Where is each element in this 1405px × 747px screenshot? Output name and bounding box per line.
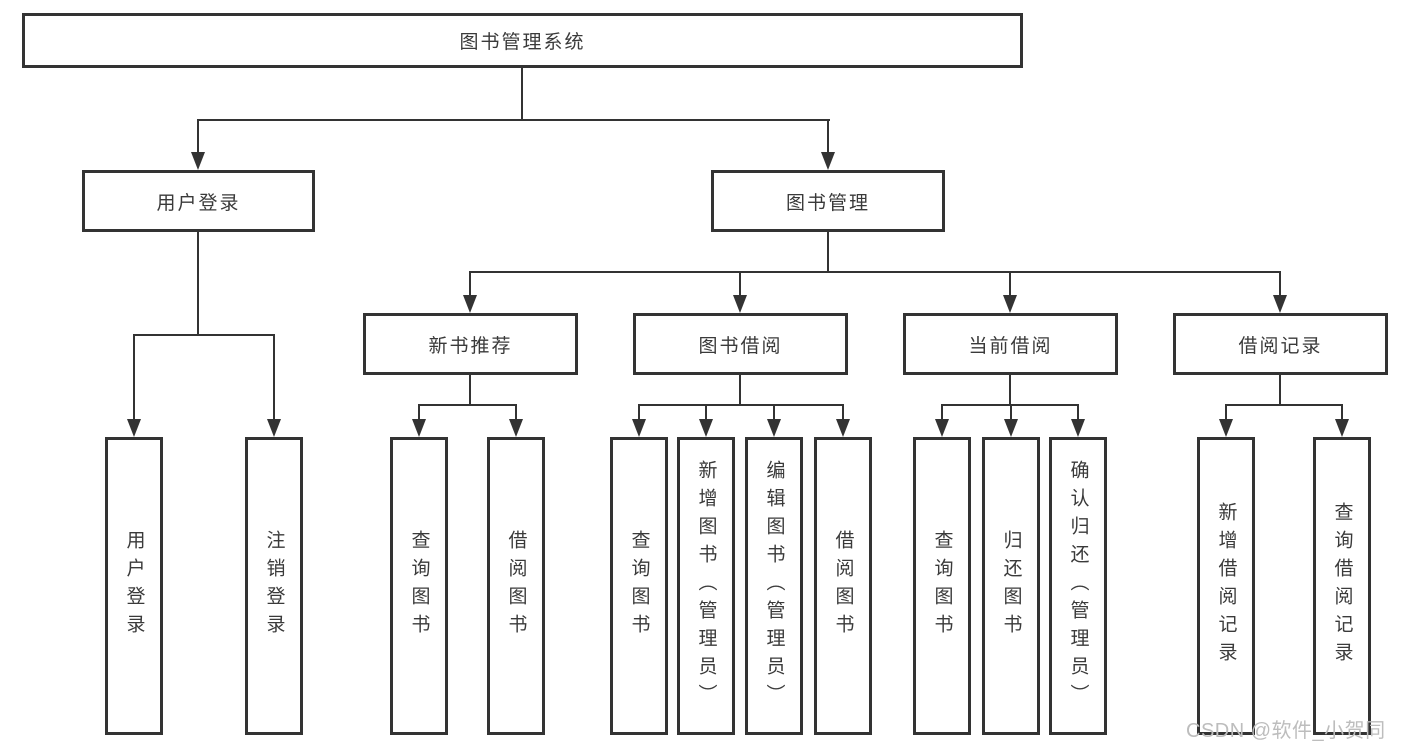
leaf-label: 新增借阅记录 xyxy=(1215,502,1237,670)
connector-mgmt-stem xyxy=(827,231,829,273)
arrow-down-icon xyxy=(191,152,205,170)
connector-to-leaf xyxy=(842,405,844,420)
arrow-down-icon xyxy=(821,152,835,170)
leaf-query-books-recommend: 查询图书 xyxy=(390,437,448,735)
connector-to-group xyxy=(1279,272,1281,296)
leaf-confirm-return-admin: 确认归还（管理员） xyxy=(1049,437,1107,735)
arrow-down-icon xyxy=(463,295,477,313)
leaf-label: 查询借阅记录 xyxy=(1331,502,1353,670)
arrow-down-icon xyxy=(1273,295,1287,313)
connector-to-leaf xyxy=(941,405,943,420)
connector-group4-bus xyxy=(1225,404,1343,406)
leaf-borrow-books: 借阅图书 xyxy=(814,437,872,735)
connector-to-user-login xyxy=(197,120,199,153)
connector-to-leaf xyxy=(133,335,135,420)
leaf-label: 编辑图书（管理员） xyxy=(763,460,785,712)
arrow-down-icon xyxy=(1071,419,1085,437)
leaf-label: 用户登录 xyxy=(123,530,145,642)
arrow-down-icon xyxy=(509,419,523,437)
leaf-label: 查询图书 xyxy=(931,530,953,642)
connector-to-leaf xyxy=(773,405,775,420)
connector-to-leaf xyxy=(705,405,707,420)
leaf-label: 借阅图书 xyxy=(832,530,854,642)
leaf-add-borrow-record: 新增借阅记录 xyxy=(1197,437,1255,735)
connector-group2-bus xyxy=(638,404,844,406)
arrow-down-icon xyxy=(1004,419,1018,437)
connector-to-leaf xyxy=(1010,405,1012,420)
connector-to-leaf xyxy=(273,335,275,420)
connector-group1-stem xyxy=(469,374,471,406)
connector-to-book-management xyxy=(827,120,829,153)
arrow-down-icon xyxy=(767,419,781,437)
connector-mgmt-bus xyxy=(469,271,1281,273)
leaf-query-books-borrow: 查询图书 xyxy=(610,437,668,735)
node-book-management: 图书管理 xyxy=(711,170,945,232)
leaf-label: 注销登录 xyxy=(263,530,285,642)
node-book-borrow: 图书借阅 xyxy=(633,313,848,375)
connector-root-stem xyxy=(521,66,523,121)
connector-group3-stem xyxy=(1009,374,1011,406)
node-current-borrow: 当前借阅 xyxy=(903,313,1118,375)
connector-to-group xyxy=(739,272,741,296)
arrow-down-icon xyxy=(632,419,646,437)
connector-to-leaf xyxy=(1225,405,1227,420)
arrow-down-icon xyxy=(127,419,141,437)
node-new-book-recommend: 新书推荐 xyxy=(363,313,578,375)
connector-to-leaf xyxy=(515,405,517,420)
arrow-down-icon xyxy=(1335,419,1349,437)
connector-to-leaf xyxy=(1341,405,1343,420)
arrow-down-icon xyxy=(1003,295,1017,313)
connector-to-group xyxy=(1009,272,1011,296)
connector-to-group xyxy=(469,272,471,296)
arrow-down-icon xyxy=(1219,419,1233,437)
leaf-add-books-admin: 新增图书（管理员） xyxy=(677,437,735,735)
arrow-down-icon xyxy=(412,419,426,437)
connector-group1-bus xyxy=(418,404,517,406)
watermark-text: CSDN @软件_小贺同学 xyxy=(1186,720,1386,742)
leaf-label: 查询图书 xyxy=(408,530,430,642)
node-root: 图书管理系统 xyxy=(22,13,1023,68)
leaf-label: 归还图书 xyxy=(1000,530,1022,642)
leaf-borrow-books-recommend: 借阅图书 xyxy=(487,437,545,735)
leaf-return-books: 归还图书 xyxy=(982,437,1040,735)
connector-group4-stem xyxy=(1279,374,1281,406)
connector-login-bus xyxy=(133,334,275,336)
leaf-label: 借阅图书 xyxy=(505,530,527,642)
leaf-user-login: 用户登录 xyxy=(105,437,163,735)
arrow-down-icon xyxy=(836,419,850,437)
connector-root-bus xyxy=(197,119,830,121)
node-borrow-records: 借阅记录 xyxy=(1173,313,1388,375)
leaf-edit-books-admin: 编辑图书（管理员） xyxy=(745,437,803,735)
connector-to-leaf xyxy=(638,405,640,420)
arrow-down-icon xyxy=(699,419,713,437)
leaf-label: 确认归还（管理员） xyxy=(1067,460,1089,712)
arrow-down-icon xyxy=(733,295,747,313)
leaf-label: 查询图书 xyxy=(628,530,650,642)
leaf-logout: 注销登录 xyxy=(245,437,303,735)
connector-group2-stem xyxy=(739,374,741,406)
leaf-query-borrow-record: 查询借阅记录 xyxy=(1313,437,1371,735)
connector-to-leaf xyxy=(418,405,420,420)
leaf-query-books-current: 查询图书 xyxy=(913,437,971,735)
leaf-label: 新增图书（管理员） xyxy=(695,460,717,712)
connector-to-leaf xyxy=(1077,405,1079,420)
connector-login-stem xyxy=(197,231,199,336)
arrow-down-icon xyxy=(267,419,281,437)
arrow-down-icon xyxy=(935,419,949,437)
node-user-login: 用户登录 xyxy=(82,170,315,232)
